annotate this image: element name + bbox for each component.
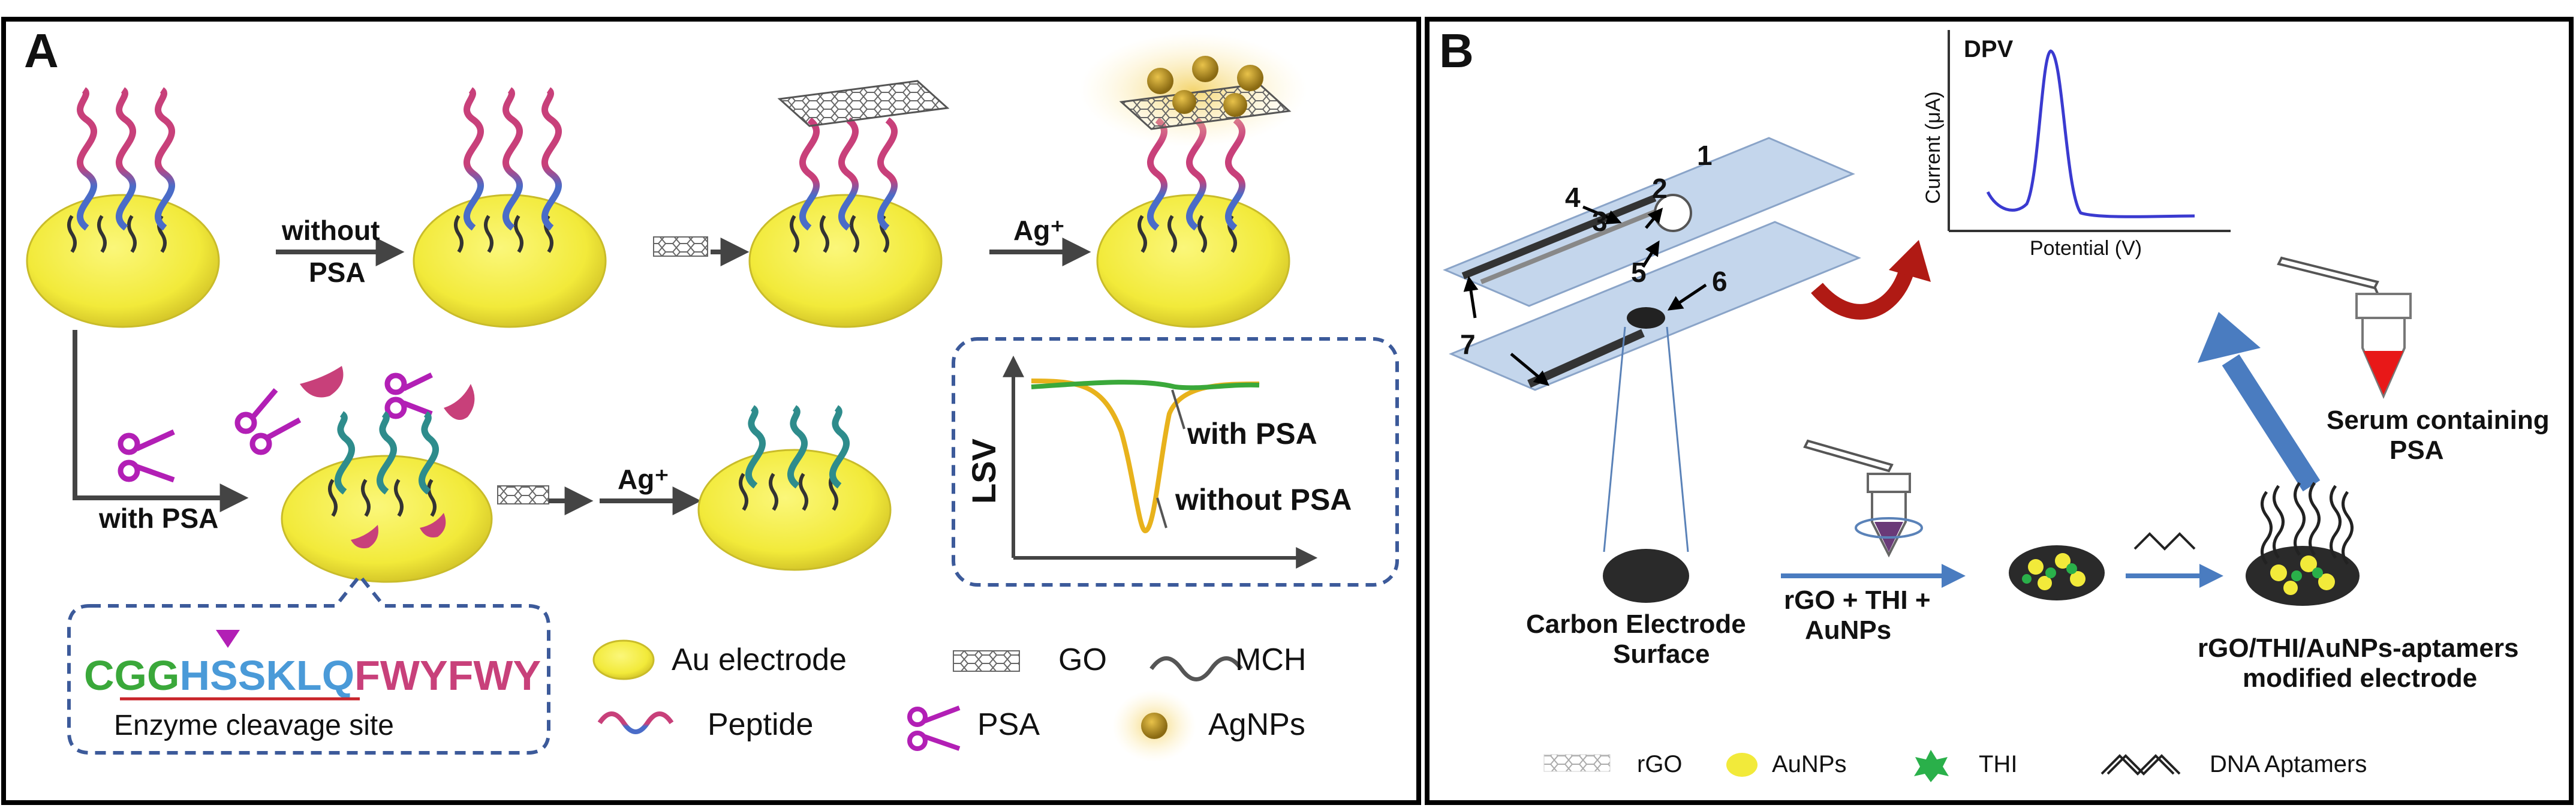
aptamer-wave-icon (2133, 532, 2196, 551)
peptide-icon (597, 711, 674, 734)
dpv-xlabel: Potential (V) (2030, 237, 2142, 260)
legend-psa: PSA (977, 707, 1040, 742)
legend-aunps: AuNPs (1772, 751, 1847, 777)
go-sheet-arrow-2 (497, 485, 594, 515)
rotate-arrow-head (1889, 240, 1931, 282)
blue-arrow-up-head (2198, 312, 2261, 363)
dpv-ylabel: Current (μA) (1922, 91, 1945, 204)
lsv-curve-without-psa (1031, 379, 1260, 534)
electrode-2 (413, 87, 607, 328)
label-psa: PSA (309, 257, 366, 288)
sequence-text: CGGHSSKLQFWYFWY (84, 652, 541, 699)
sequence-box (67, 573, 550, 755)
pipette-vial-icon (1803, 439, 1923, 558)
electrode-4 (1079, 33, 1307, 328)
panel-b-letter: B (1439, 24, 1474, 77)
electrode-1 (26, 87, 220, 328)
lsv-ylabel: LSV (965, 438, 1003, 504)
electrode-6 (697, 405, 892, 571)
mch-icon (1149, 656, 1243, 681)
lsv-axes (1003, 355, 1318, 569)
modified-disc (2009, 545, 2105, 600)
dpv-title: DPV (1964, 36, 2014, 62)
modified-label-1: rGO/THI/AuNPs-aptamers (2198, 633, 2518, 663)
rgo-label-2: AuNPs (1805, 615, 1891, 645)
strip-number-4: 4 (1565, 182, 1581, 213)
lsv-curve-with-psa (1031, 380, 1260, 391)
label-ag-2: Ag⁺ (618, 464, 669, 495)
seq-blue: HSSKLQ (179, 652, 354, 699)
blue-arrow-up (2222, 354, 2321, 492)
label-without: without (281, 215, 380, 246)
modified-label-2: modified electrode (2243, 663, 2477, 693)
legend-rgo: rGO (1637, 751, 1683, 777)
scissors-icon (384, 372, 433, 419)
label-with-psa: with PSA (98, 503, 218, 534)
aptamer-icon (2100, 754, 2181, 776)
lsv-without-psa-pointer (1156, 497, 1167, 528)
cleavage-marker-icon (216, 630, 240, 648)
arrow-with-psa (73, 330, 249, 512)
carbon-label-1: Carbon Electrode (1526, 609, 1746, 639)
legend-mch: MCH (1235, 642, 1306, 677)
psa-scissors-icon (907, 705, 961, 751)
agnps-icon (1141, 713, 1167, 739)
panel-b-frame (1425, 17, 2574, 805)
serum-label-1: Serum containing (2327, 406, 2550, 435)
final-electrode (2246, 482, 2360, 606)
dpv-axes (1948, 30, 2231, 232)
strip-number-5: 5 (1631, 257, 1647, 288)
rgo-icon (1543, 754, 1611, 772)
aunps-icon (1726, 753, 1758, 777)
serum-tube-icon (2355, 293, 2412, 399)
strip-number-6: 6 (1712, 266, 1728, 297)
strip-number-1: 1 (1697, 140, 1713, 171)
go-sheet-arrow (653, 236, 750, 266)
lsv-with-psa-pointer (1171, 389, 1185, 429)
dpv-curve (1986, 49, 2195, 218)
panel-a-frame (1, 17, 1421, 805)
panel-a-letter: A (24, 24, 59, 77)
strip-number-3: 3 (1592, 206, 1608, 237)
scissors-icon (234, 388, 302, 455)
rgo-label-1: rGO + THI + (1784, 585, 1931, 615)
electrode-3 (748, 80, 950, 328)
strip-number-2: 2 (1652, 173, 1668, 204)
legend-agnps: AgNPs (1208, 707, 1305, 742)
legend-au-electrode: Au electrode (672, 642, 847, 677)
magnify-cone (1603, 326, 1689, 552)
peptide-fragment (300, 366, 475, 420)
lsv-inset-box (952, 337, 1399, 587)
electrode-5 (281, 411, 493, 583)
seq-pink: FWYFWY (354, 652, 541, 699)
legend-aptamers: DNA Aptamers (2210, 751, 2367, 777)
au-electrode-icon (592, 639, 655, 680)
carbon-electrode-disc (1603, 549, 1689, 603)
thi-icon (1914, 750, 1949, 782)
strip-pointers (1463, 205, 1707, 386)
lsv-label-with-psa: with PSA (1187, 417, 1317, 450)
carbon-label-2: Surface (1613, 639, 1710, 669)
sequence-caption: Enzyme cleavage site (114, 710, 394, 741)
serum-label-2: PSA (2390, 435, 2443, 465)
seq-green: CGG (84, 652, 179, 699)
scissors-icon (118, 429, 175, 483)
legend-thi: THI (1979, 751, 2017, 777)
label-ag-1: Ag⁺ (1013, 215, 1065, 246)
lsv-label-without-psa: without PSA (1175, 483, 1352, 516)
go-icon (953, 650, 1020, 672)
strip-number-7: 7 (1460, 329, 1476, 360)
legend-peptide: Peptide (708, 707, 813, 742)
legend-go: GO (1058, 642, 1107, 677)
rotate-arrow-icon (1811, 267, 1915, 320)
